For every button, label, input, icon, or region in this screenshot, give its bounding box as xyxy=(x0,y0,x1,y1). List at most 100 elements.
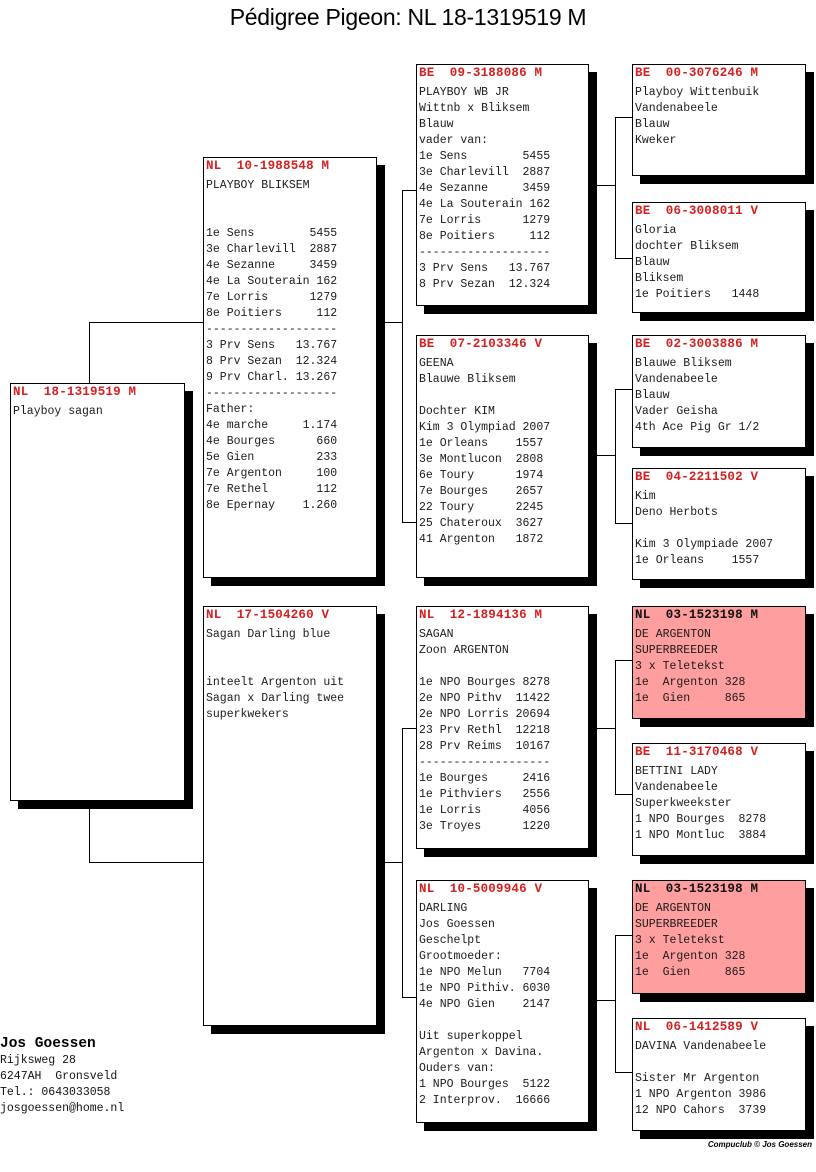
info-line: Blauw xyxy=(419,118,454,131)
info-line: PLAYBOY WB JR xyxy=(419,86,509,99)
info-line xyxy=(206,194,376,210)
pigeon-card-father-father[interactable]: BE 09-3188086 M PLAYBOY WB JR Wittnb x B… xyxy=(416,64,589,306)
info-line: 4e La Souterain 162 xyxy=(206,275,338,288)
connector-g2f xyxy=(402,190,403,523)
pigeon-card-subject[interactable]: NL 18-1319519 M Playboy sagan xyxy=(10,383,185,801)
connector-g3c xyxy=(615,660,616,795)
info-line: 12 NPO Cahors 3739 xyxy=(635,1104,767,1117)
connector-g3a xyxy=(615,117,616,259)
info-line: 3e Charlevill 2887 xyxy=(206,243,338,256)
connector-g3d-stub xyxy=(596,1000,615,1001)
info-line: SUPERBREEDER xyxy=(635,918,718,931)
info-line: Superkweekster xyxy=(635,797,732,810)
info-line: DE ARGENTON xyxy=(635,628,711,641)
info-line: 4e Sezanne 3459 xyxy=(206,259,338,272)
info-line: 8 Prv Sezan 12.324 xyxy=(419,278,551,291)
info-line: 4e Sezanne 3459 xyxy=(419,182,551,195)
connector-g3b-stub xyxy=(596,455,615,456)
connector-g3b-bot xyxy=(615,523,632,524)
info-line: 4e Bourges 660 xyxy=(206,435,338,448)
info-line: 3 x Teletekst xyxy=(635,660,725,673)
info-line: BETTINI LADY xyxy=(635,765,718,778)
info-line: 1 NPO Bourges 8278 xyxy=(635,813,767,826)
info-line: SUPERBREEDER xyxy=(635,644,718,657)
info-line: 7e Lorris 1279 xyxy=(419,214,551,227)
info-line: Kweker xyxy=(635,134,677,147)
info-line xyxy=(419,388,588,404)
info-line: Kim xyxy=(635,490,656,503)
info-line: 8e Epernay 1.260 xyxy=(206,499,338,512)
pigeon-card-mmf[interactable]: NL 03-1523198 M DE ARGENTON SUPERBREEDER… xyxy=(632,880,806,994)
pigeon-card-mother-mother[interactable]: NL 10-5009946 V DARLING Jos Goessen Gesc… xyxy=(416,880,589,1123)
info-line: 4e La Souterain 162 xyxy=(419,198,551,211)
owner-phone: Tel.: 0643033058 xyxy=(0,1086,111,1099)
connector-g3c-top xyxy=(615,660,632,661)
pigeon-card-father[interactable]: NL 10-1988548 M PLAYBOY BLIKSEM 1e Sens … xyxy=(203,157,377,578)
connector-g3d-top xyxy=(615,935,632,936)
page-title: Pédigree Pigeon: NL 18-1319519 M xyxy=(229,4,587,30)
pigeon-card-mother[interactable]: NL 17-1504260 V Sagan Darling blue intee… xyxy=(203,606,377,1026)
info-line xyxy=(206,210,376,226)
ring-number: BE 02-3003886 M xyxy=(635,337,759,351)
info-line: 1e Poitiers 1448 xyxy=(635,288,760,301)
connector-g3b-top xyxy=(615,389,632,390)
info-line: 22 Toury 2245 xyxy=(419,501,544,514)
info-line: Kim 3 Olympiade 2007 xyxy=(635,538,774,551)
pigeon-card-fmm[interactable]: BE 04-2211502 V Kim Deno Herbots Kim 3 O… xyxy=(632,468,806,580)
info-line: Vandenabeele xyxy=(635,781,718,794)
info-line: 1 NPO Argenton 3986 xyxy=(635,1088,767,1101)
pigeon-card-mother-father[interactable]: NL 12-1894136 M SAGAN Zoon ARGENTON 1e N… xyxy=(416,606,589,849)
connector-g2m-bot xyxy=(402,997,416,998)
info-line: Vader Geisha xyxy=(635,405,718,418)
info-line: SAGAN xyxy=(419,628,454,641)
pigeon-card-ffm[interactable]: BE 06-3008011 V Gloria dochter Bliksem B… xyxy=(632,202,806,313)
pigeon-card-mff[interactable]: NL 03-1523198 M DE ARGENTON SUPERBREEDER… xyxy=(632,606,806,719)
pigeon-card-mfm[interactable]: BE 11-3170468 V BETTINI LADY Vandenabeel… xyxy=(632,743,806,856)
info-line: 1e Bourges 2416 xyxy=(419,772,551,785)
info-line: 2e NPO Pithv 11422 xyxy=(419,692,551,705)
info-line: Grootmoeder: xyxy=(419,950,502,963)
owner-info: Jos Goessen Rijksweg 28 6247AH Gronsveld… xyxy=(0,1035,124,1117)
info-line: superkwekers xyxy=(206,708,289,721)
info-line: 3 Prv Sens 13.767 xyxy=(419,262,551,275)
ring-number: BE 06-3008011 V xyxy=(635,204,759,218)
info-line: 3 Prv Sens 13.767 xyxy=(206,339,338,352)
info-line: Sagan Darling blue xyxy=(206,628,331,641)
info-line: 9 Prv Charl. 13.267 xyxy=(206,371,338,384)
pigeon-card-father-mother[interactable]: BE 07-2103346 V GEENA Blauwe Bliksem Doc… xyxy=(416,335,589,578)
info-line: 8e Poitiers 112 xyxy=(419,230,551,243)
info-line: 1e NPO Pithiv. 6030 xyxy=(419,982,551,995)
info-line: 1e Gien 865 xyxy=(635,692,746,705)
info-line: 1 NPO Montluc 3884 xyxy=(635,829,767,842)
pigeon-card-mmm[interactable]: NL 06-1412589 V DAVINA Vandenabeele Sist… xyxy=(632,1018,806,1131)
info-line: 2e NPO Lorris 20694 xyxy=(419,708,551,721)
info-line: 7e Bourges 2657 xyxy=(419,485,544,498)
info-line: 1 NPO Bourges 5122 xyxy=(419,1078,551,1091)
info-line xyxy=(419,1013,588,1029)
ring-number: NL 03-1523198 M xyxy=(635,882,759,896)
info-line: 28 Prv Reims 10167 xyxy=(419,740,551,753)
ring-number: BE 09-3188086 M xyxy=(419,66,543,80)
ring-number: NL 10-5009946 V xyxy=(419,882,543,896)
info-line: Blauw xyxy=(635,256,670,269)
info-line: 7e Argenton 100 xyxy=(206,467,338,480)
info-line: 3e Montlucon 2808 xyxy=(419,453,544,466)
info-line: DE ARGENTON xyxy=(635,902,711,915)
info-line: Vandenabeele xyxy=(635,373,718,386)
pigeon-card-fff[interactable]: BE 00-3076246 M Playboy Wittenbuik Vande… xyxy=(632,64,806,176)
connector-g2f-bot xyxy=(402,522,416,523)
info-line: Bliksem xyxy=(635,272,684,285)
info-line: 23 Prv Rethl 12218 xyxy=(419,724,551,737)
info-line: 41 Argenton 1872 xyxy=(419,533,544,546)
info-line xyxy=(206,659,376,675)
info-line: 8 Prv Sezan 12.324 xyxy=(206,355,338,368)
info-line: 6e Toury 1974 xyxy=(419,469,544,482)
ring-number: BE 07-2103346 V xyxy=(419,337,543,351)
pigeon-card-fmf[interactable]: BE 02-3003886 M Blauwe Bliksem Vandenabe… xyxy=(632,335,806,448)
info-line: dochter Bliksem xyxy=(635,240,739,253)
info-line xyxy=(206,643,376,659)
ring-number: NL 06-1412589 V xyxy=(635,1020,759,1034)
info-line: 7e Rethel 112 xyxy=(206,483,338,496)
info-line: 1e Gien 865 xyxy=(635,966,746,979)
ring-number: NL 10-1988548 M xyxy=(206,159,330,173)
